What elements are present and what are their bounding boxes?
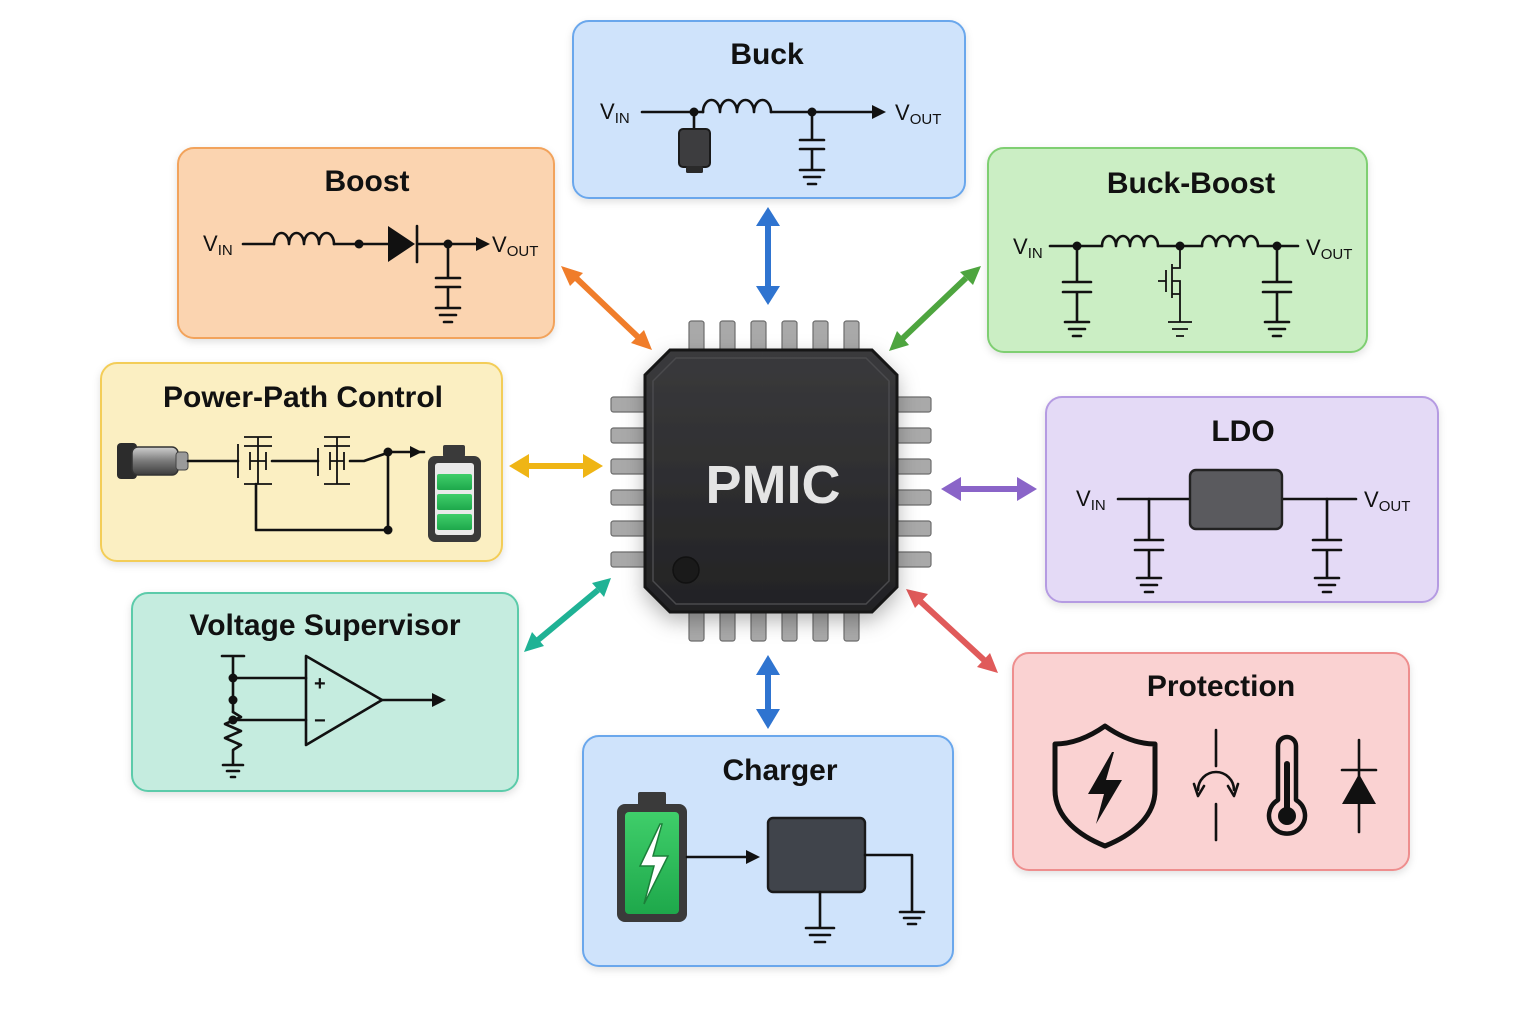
arrow-buck bbox=[756, 207, 780, 305]
buck-vout-label: VOUT bbox=[895, 100, 941, 128]
buck-title: Buck bbox=[730, 38, 804, 71]
chip-pin bbox=[894, 551, 932, 568]
chip-pin bbox=[894, 458, 932, 475]
comparator-minus: − bbox=[314, 710, 326, 732]
boost-arrow bbox=[476, 237, 490, 251]
supervisor-arrow bbox=[432, 693, 446, 707]
chip-pin bbox=[610, 489, 648, 506]
buck-boost-block bbox=[987, 147, 1368, 353]
power-path-circuit bbox=[117, 436, 481, 542]
protection-title: Protection bbox=[1147, 670, 1295, 703]
power-path-arrow bbox=[410, 446, 422, 458]
chip-pin bbox=[688, 609, 705, 642]
charger-title: Charger bbox=[722, 754, 837, 787]
buck-circuit: VIN VOUT bbox=[600, 98, 941, 186]
arrow-protection bbox=[906, 589, 998, 673]
protection-block bbox=[1012, 652, 1410, 871]
chip-pin bbox=[894, 489, 932, 506]
chip-pin bbox=[688, 320, 705, 353]
chip-pin bbox=[894, 520, 932, 537]
ldo-title: LDO bbox=[1211, 415, 1274, 448]
buck-vin-label: VIN bbox=[600, 99, 630, 127]
dc-jack-icon bbox=[117, 443, 189, 479]
chip-pin bbox=[781, 320, 798, 353]
charger-ic bbox=[766, 816, 867, 894]
supervisor-circuit: + − bbox=[220, 654, 446, 779]
boost-inductor bbox=[272, 231, 336, 246]
pmic-chip: PMIC bbox=[610, 320, 932, 642]
ldo-regulator bbox=[1188, 468, 1284, 531]
boost-title: Boost bbox=[325, 165, 410, 198]
chip-label: PMIC bbox=[706, 455, 841, 515]
battery-icon bbox=[428, 445, 481, 542]
supervisor-title: Voltage Supervisor bbox=[189, 609, 461, 642]
arrow-buck-boost bbox=[889, 266, 981, 351]
chip-pin bbox=[812, 609, 829, 642]
connector-arrows bbox=[509, 207, 1037, 729]
boost-vout-label: VOUT bbox=[492, 232, 538, 260]
charger-circuit bbox=[617, 792, 926, 944]
arrow-charger bbox=[756, 655, 780, 729]
shield-bolt-icon bbox=[1052, 723, 1158, 849]
supervisor-comparator bbox=[304, 654, 384, 747]
chip-pin bbox=[719, 609, 736, 642]
fuse-icon bbox=[1192, 728, 1240, 842]
buck-boost-inductor-1 bbox=[1100, 234, 1160, 248]
chip-pin bbox=[610, 458, 648, 475]
chip-pin bbox=[610, 520, 648, 537]
thermometer-icon bbox=[1266, 734, 1308, 836]
chip-pin bbox=[610, 396, 648, 413]
buck-switch bbox=[678, 128, 711, 168]
arrow-supervisor bbox=[524, 578, 611, 652]
buck-boost-vout-label: VOUT bbox=[1306, 235, 1352, 263]
boost-vin-label: VIN bbox=[203, 231, 233, 259]
buck-arrow bbox=[872, 105, 886, 119]
boost-diode bbox=[388, 226, 415, 262]
protection-icons bbox=[1052, 723, 1378, 849]
chip-pin bbox=[812, 320, 829, 353]
chip-pin bbox=[781, 609, 798, 642]
chip-pin bbox=[843, 609, 860, 642]
chip-pins-bottom bbox=[688, 609, 860, 642]
chip-pin bbox=[843, 320, 860, 353]
chip-pin bbox=[610, 551, 648, 568]
buck-boost-title: Buck-Boost bbox=[1107, 167, 1275, 200]
chip-pin bbox=[894, 427, 932, 444]
ldo-vin-label: VIN bbox=[1076, 486, 1106, 514]
arrow-boost bbox=[561, 266, 652, 350]
chip-pins-left bbox=[610, 396, 648, 568]
comparator-plus: + bbox=[314, 673, 326, 695]
buck-boost-circuit: VIN VOUT bbox=[1013, 234, 1352, 338]
power-path-mosfet-2 bbox=[317, 436, 350, 485]
chip-pin bbox=[750, 609, 767, 642]
chip-pin bbox=[894, 396, 932, 413]
supervisor-block bbox=[131, 592, 519, 792]
supervisor-resistor bbox=[221, 710, 245, 779]
boost-circuit: VIN VOUT bbox=[203, 224, 538, 324]
ldo-vout-label: VOUT bbox=[1364, 487, 1410, 515]
chip-body bbox=[643, 348, 899, 614]
arrow-ldo bbox=[941, 477, 1037, 501]
arrow-power-path bbox=[509, 454, 603, 478]
buck-boost-inductor-2 bbox=[1200, 234, 1260, 248]
chip-pins-top bbox=[688, 320, 860, 353]
chip-pin bbox=[719, 320, 736, 353]
chip-pin1-marker bbox=[672, 556, 700, 584]
charging-battery-icon bbox=[617, 792, 687, 922]
tvs-diode-icon bbox=[1340, 738, 1378, 834]
charger-arrow bbox=[746, 850, 760, 864]
power-path-mosfet-1 bbox=[237, 436, 272, 485]
ldo-circuit: VIN VOUT bbox=[1076, 468, 1410, 594]
chip-pin bbox=[750, 320, 767, 353]
chip-pin bbox=[610, 427, 648, 444]
chip-pins-right bbox=[894, 396, 932, 568]
buck-block bbox=[572, 20, 966, 199]
buck-boost-vin-label: VIN bbox=[1013, 234, 1043, 262]
buck-boost-mosfet bbox=[1158, 246, 1192, 337]
power-path-title: Power-Path Control bbox=[163, 381, 443, 414]
buck-inductor bbox=[701, 98, 773, 114]
